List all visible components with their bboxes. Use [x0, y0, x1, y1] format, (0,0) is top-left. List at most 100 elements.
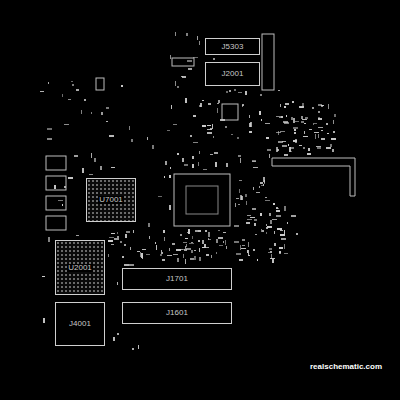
smd-part: [208, 239, 211, 240]
smd-part: [167, 130, 170, 131]
smd-part: [208, 103, 211, 105]
smd-part: [217, 103, 219, 104]
smd-part: [47, 138, 52, 140]
smd-part: [261, 119, 262, 121]
smd-part: [218, 230, 220, 231]
smd-part: [273, 203, 275, 205]
smd-part: [131, 139, 133, 142]
smd-part: [284, 154, 288, 156]
smd-part: [76, 89, 79, 91]
smd-part: [194, 250, 196, 251]
smd-part: [332, 149, 334, 152]
smd-part: [194, 256, 196, 260]
smd-part: [223, 241, 224, 243]
smd-part: [283, 121, 288, 123]
smd-part: [265, 123, 270, 124]
smd-part: [265, 200, 270, 201]
smd-part: [171, 105, 172, 109]
smd-part: [250, 122, 252, 127]
smd-part: [211, 255, 212, 258]
smd-part: [220, 119, 225, 121]
smd-part: [181, 76, 183, 77]
smd-part: [223, 232, 226, 233]
cpu-die: [186, 186, 218, 214]
smd-part: [264, 180, 265, 183]
smd-part: [100, 166, 102, 170]
smd-part: [208, 232, 210, 237]
smd-part: [225, 240, 226, 245]
smd-part: [218, 100, 220, 103]
smd-part: [261, 229, 262, 232]
smd-part: [185, 98, 187, 103]
smd-part: [247, 215, 251, 216]
smd-part: [284, 106, 286, 108]
memory-chip: [46, 196, 66, 210]
smd-part: [160, 254, 162, 256]
smd-part: [163, 230, 165, 233]
smd-part: [309, 129, 312, 130]
smd-part: [293, 118, 295, 123]
smd-part: [279, 117, 281, 118]
smd-part: [188, 229, 190, 234]
smd-part: [314, 123, 317, 124]
smd-part: [71, 81, 73, 82]
smd-part: [237, 137, 239, 139]
smd-part: [149, 236, 150, 239]
smd-part: [43, 318, 45, 323]
smd-part: [303, 147, 305, 149]
connector-outline: J1701: [122, 268, 232, 290]
smd-part: [117, 232, 118, 234]
smd-part: [252, 161, 256, 162]
smd-part: [321, 130, 323, 131]
smd-part: [330, 144, 332, 147]
smd-part: [175, 81, 176, 86]
smd-part: [240, 195, 242, 200]
smd-part: [169, 248, 170, 251]
smd-part: [192, 236, 193, 239]
smd-part: [326, 147, 331, 149]
smd-part: [294, 129, 296, 131]
smd-part: [182, 76, 186, 78]
smd-part: [91, 112, 92, 114]
smd-part: [193, 115, 196, 117]
smd-part: [121, 85, 123, 87]
smd-part: [234, 89, 236, 91]
smd-part: [286, 115, 287, 117]
smd-part: [40, 91, 44, 92]
smd-part: [254, 223, 256, 226]
smd-part: [185, 238, 188, 239]
smd-part: [190, 258, 194, 260]
smd-part: [158, 196, 162, 197]
smd-part: [229, 90, 231, 92]
smd-part: [260, 182, 263, 184]
smd-part: [305, 117, 308, 119]
smd-part: [162, 259, 165, 261]
smd-part: [164, 176, 165, 178]
smd-part: [198, 162, 199, 166]
reference-designator: J1601: [165, 309, 189, 317]
smd-part: [68, 177, 73, 179]
smd-part: [276, 116, 281, 117]
smd-part: [295, 121, 299, 122]
smd-part: [318, 117, 320, 119]
smd-part: [156, 245, 157, 250]
smd-part: [234, 225, 239, 227]
smd-part: [106, 121, 108, 122]
smd-part: [62, 204, 63, 206]
smd-part: [301, 121, 304, 123]
smd-part: [231, 134, 233, 135]
smd-part: [270, 258, 275, 259]
smd-part: [142, 249, 146, 250]
smd-part: [240, 158, 241, 163]
smd-part: [276, 207, 278, 209]
smd-part: [111, 233, 115, 234]
smd-part: [276, 147, 278, 152]
smd-part: [198, 240, 200, 242]
smd-part: [239, 189, 240, 193]
smd-part: [263, 184, 264, 186]
smd-part: [216, 252, 217, 254]
smd-part: [280, 131, 285, 132]
smd-part: [214, 152, 218, 154]
smd-part: [282, 145, 287, 147]
smd-part: [281, 116, 283, 118]
